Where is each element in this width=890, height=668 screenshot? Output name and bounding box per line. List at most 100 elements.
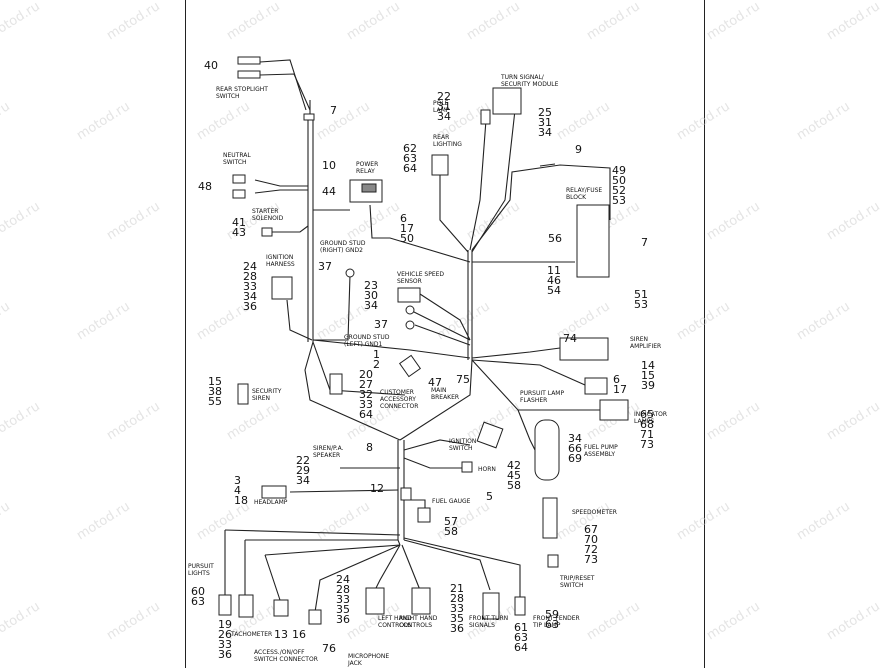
component-label-line: SIREN/P.A.	[313, 445, 344, 452]
component-label-line: MAIN	[431, 387, 447, 394]
component-label-line: POWER	[356, 161, 378, 168]
watermark-text: motod.ru	[344, 199, 403, 243]
callout-line: 71	[640, 428, 654, 441]
access-switch-connector-shape	[273, 599, 289, 617]
watermark-text: motod.ru	[0, 99, 13, 143]
callout-line: 51	[634, 288, 648, 301]
callout-line: 37	[318, 260, 332, 273]
component-label-line: RELAY/FUSE	[566, 187, 602, 194]
callout-line: 34	[538, 126, 552, 139]
left-hand-controls-shape	[365, 587, 385, 615]
ignition-harness-shape	[271, 276, 293, 300]
callout-line: 11	[547, 264, 561, 277]
callout-number: 56	[548, 232, 562, 245]
starter-solenoid-shape	[261, 227, 273, 237]
component-label-line: PURSUIT	[188, 563, 214, 570]
callout-line: 24	[243, 260, 257, 273]
callout-line: 8	[366, 441, 373, 454]
callout-line: 63	[545, 618, 559, 631]
callout-line: 41	[232, 216, 246, 229]
component-label-line: RIGHT HAND	[399, 615, 438, 622]
microphone-jack-shape	[308, 609, 322, 625]
watermark-text: motod.ru	[674, 99, 733, 143]
clip-shape	[400, 487, 412, 501]
component-label: GROUND STUD(LEFT) GND1	[344, 334, 390, 348]
component-label: TURN SIGNAL/SECURITY MODULE	[500, 74, 559, 88]
clip-shape	[303, 113, 315, 121]
watermark-text: motod.ru	[824, 599, 883, 643]
callout-line: 50	[612, 174, 626, 187]
tachometer-connector-shape	[238, 594, 254, 618]
callout-line: 76	[322, 642, 336, 655]
callout-line: 30	[364, 289, 378, 302]
component-label-line: GROUND STUD	[344, 334, 390, 341]
callout-line: 3	[234, 474, 241, 487]
callout-line: 54	[547, 284, 561, 297]
component-label: FUEL GAUGE	[432, 498, 471, 505]
callout-number: 76	[322, 642, 336, 655]
watermark-text: motod.ru	[0, 599, 43, 643]
callout-line: 22	[437, 90, 451, 103]
component-label-line: LIGHTS	[188, 570, 210, 577]
callout-line: 52	[612, 184, 626, 197]
callout-number: 16	[292, 628, 306, 641]
callout-line: 70	[584, 533, 598, 546]
connector-shape	[584, 377, 608, 395]
component-label-line: SWITCH	[449, 445, 473, 452]
callout-line: 15	[641, 369, 655, 382]
callout-line: 42	[507, 459, 521, 472]
component-label-line: MICROPHONE	[348, 653, 389, 660]
callout-number: 37	[318, 260, 332, 273]
watermark-text: motod.ru	[0, 399, 43, 443]
component-label-line: JACK	[347, 660, 363, 667]
pole-lamp-shape	[480, 109, 491, 125]
callout-line: 36	[243, 300, 257, 313]
component-label-line: SWITCH CONNECTOR	[254, 656, 318, 663]
callout-number: 7	[330, 104, 337, 117]
callout-line: 31	[437, 100, 451, 113]
watermark-text: motod.ru	[74, 499, 133, 543]
callout-line: 53	[612, 194, 626, 207]
watermark-text: motod.ru	[0, 0, 43, 43]
callout-number: 74	[563, 332, 577, 345]
callout-line: 25	[538, 106, 552, 119]
component-label-line: IGNITION	[266, 254, 293, 261]
watermark-text: motod.ru	[824, 0, 883, 43]
callout-line: 72	[584, 543, 598, 556]
callout-line: 64	[359, 408, 373, 421]
component-label-line: FLASHER	[520, 397, 547, 404]
pursuit-light-connector-shape	[218, 594, 232, 616]
callout-line: 28	[243, 270, 257, 283]
component-label-line: LEFT HAND	[378, 615, 412, 622]
fuel-gauge-shape	[417, 507, 431, 523]
callout-number: 47	[428, 376, 442, 389]
callout-line: 69	[568, 452, 582, 465]
component-label-line: ASSEMBLY	[584, 451, 615, 458]
callout-line: 48	[198, 180, 212, 193]
component-label-line: PURSUIT LAMP	[520, 390, 564, 397]
component-label-line: CONTROLS	[378, 622, 411, 629]
watermark-text: motod.ru	[584, 0, 643, 43]
callout-line: 33	[450, 602, 464, 615]
watermark-text: motod.ru	[704, 199, 763, 243]
watermark-text: motod.ru	[674, 499, 733, 543]
watermark-text: motod.ru	[224, 399, 283, 443]
component-label-line: LIGHTING	[433, 141, 462, 148]
callout-line: 20	[359, 368, 373, 381]
callout-line: 16	[292, 628, 306, 641]
callout-line: 35	[450, 612, 464, 625]
component-label-line: POLE	[433, 100, 449, 107]
